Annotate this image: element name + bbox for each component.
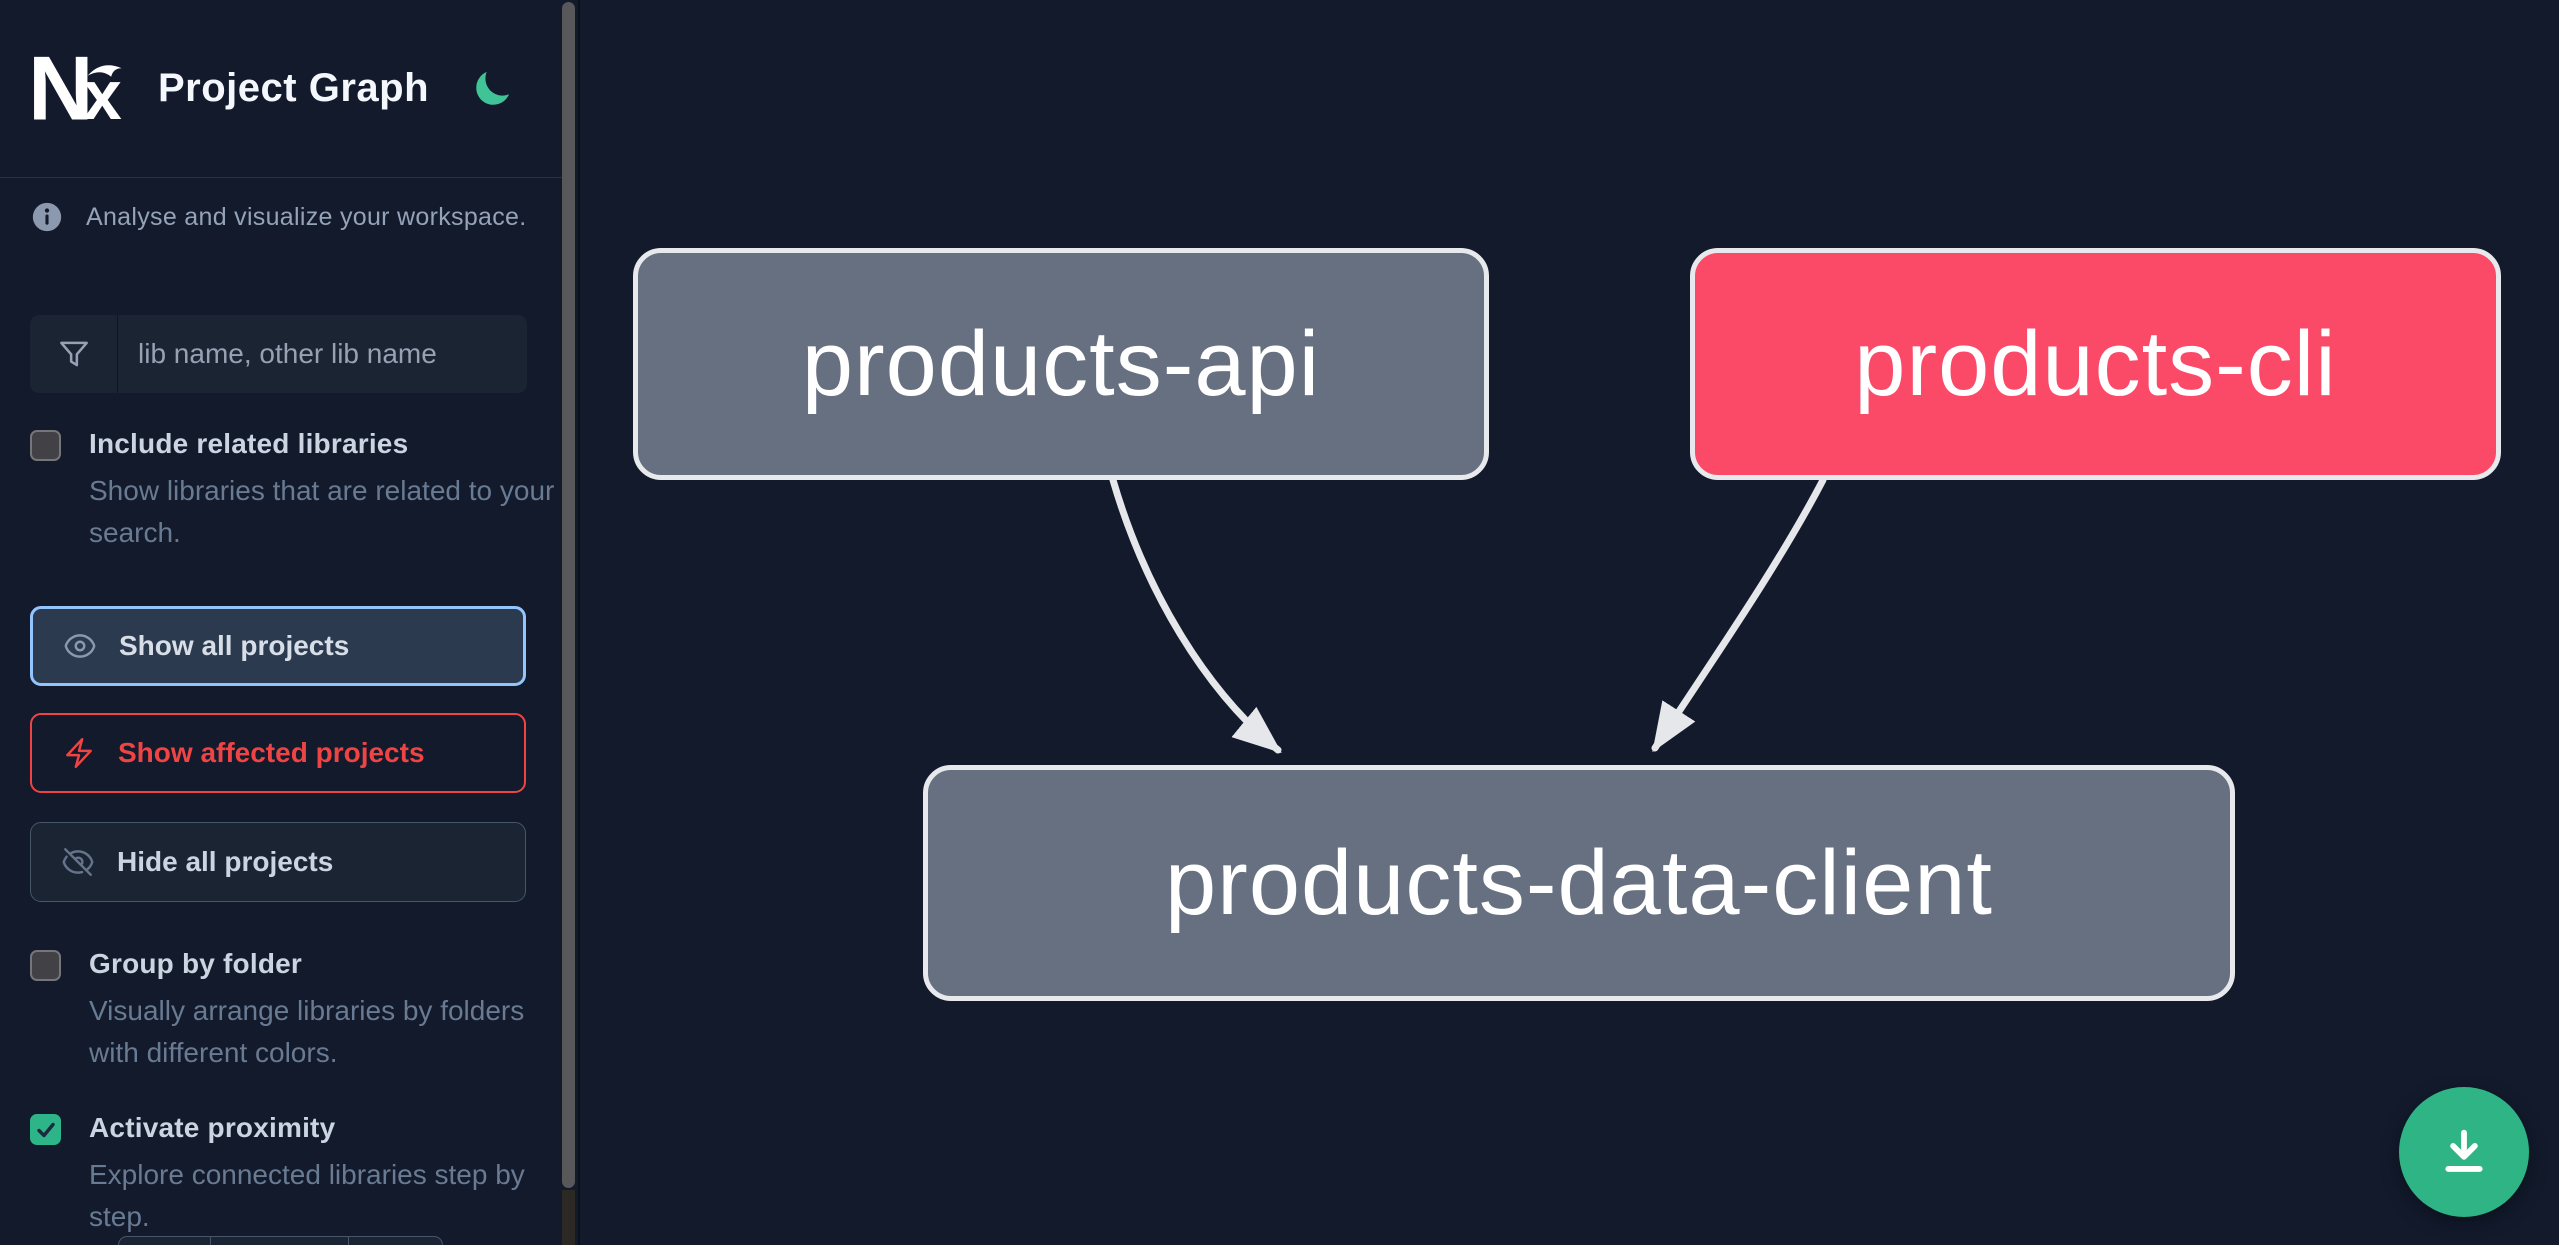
sidebar-scrollbar[interactable] (562, 0, 575, 1245)
moon-icon (471, 68, 513, 110)
stepper-increment-segment[interactable] (349, 1237, 442, 1245)
scrollbar-thumb[interactable] (562, 2, 575, 1188)
stepper-decrement-segment[interactable] (119, 1237, 211, 1245)
show-affected-projects-label: Show affected projects (118, 737, 425, 768)
include-related-label: Include related libraries (89, 428, 409, 459)
graph-node-products-data-client[interactable]: products-data-client (923, 765, 2235, 1001)
activate-proximity-toggle[interactable]: Activate proximity Explore connected lib… (30, 1112, 529, 1238)
hide-all-projects-label: Hide all projects (117, 846, 334, 877)
group-by-folder-checkbox[interactable] (30, 950, 61, 981)
activate-proximity-checkbox[interactable] (30, 1114, 61, 1145)
hide-all-projects-button[interactable]: Hide all projects (30, 822, 526, 902)
scrollbar-track (562, 1190, 575, 1245)
group-by-folder-description: Visually arrange libraries by folders wi… (89, 995, 525, 1068)
include-related-checkbox[interactable] (30, 430, 61, 461)
bolt-icon (62, 736, 96, 770)
checkmark-icon (36, 1122, 55, 1137)
search-input[interactable] (118, 315, 527, 393)
info-circle-icon (30, 200, 64, 234)
graph-node-products-api[interactable]: products-api (633, 248, 1489, 480)
include-related-toggle[interactable]: Include related libraries Show libraries… (30, 428, 559, 554)
show-all-projects-button[interactable]: Show all projects (30, 606, 526, 686)
stepper-value-segment (211, 1237, 349, 1245)
proximity-depth-stepper[interactable] (118, 1236, 443, 1245)
svg-text:N: N (28, 43, 94, 135)
eye-slash-icon (61, 845, 95, 879)
page-title: Project Graph (158, 66, 430, 110)
graph-node-products-cli[interactable]: products-cli (1690, 248, 2501, 480)
edge-products-api-to-data-client (1109, 476, 1282, 754)
activate-proximity-description: Explore connected libraries step by step… (89, 1159, 525, 1232)
activate-proximity-label: Activate proximity (89, 1112, 336, 1143)
funnel-icon (30, 315, 118, 393)
download-icon (2435, 1123, 2493, 1181)
show-all-projects-label: Show all projects (119, 630, 350, 661)
project-filter (30, 315, 527, 393)
include-related-description: Show libraries that are related to your … (89, 475, 555, 548)
download-image-button[interactable] (2399, 1087, 2529, 1217)
workspace-tagline: Analyse and visualize your workspace. (30, 200, 526, 234)
nx-logo: N x (28, 43, 132, 135)
edge-products-cli-to-data-client (1651, 476, 1827, 753)
group-by-folder-label: Group by folder (89, 948, 302, 979)
sidebar: N x Project Graph (0, 0, 580, 1245)
theme-toggle-button[interactable] (471, 68, 513, 110)
group-by-folder-toggle[interactable]: Group by folder Visually arrange librari… (30, 948, 559, 1074)
tagline-text: Analyse and visualize your workspace. (86, 202, 527, 231)
app-header: N x Project Graph (0, 0, 562, 178)
eye-icon (63, 629, 97, 663)
show-affected-projects-button[interactable]: Show affected projects (30, 713, 526, 793)
